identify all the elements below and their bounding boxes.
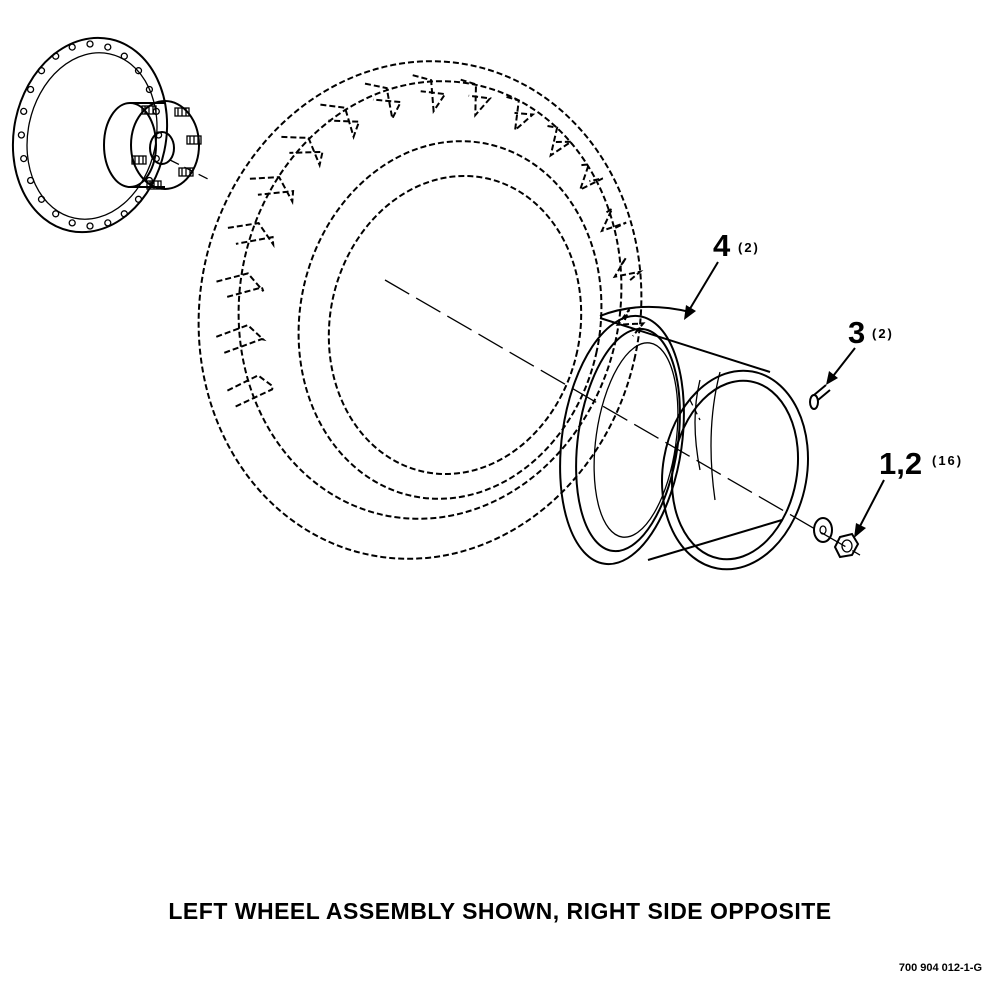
tire-tread-lug: [216, 272, 265, 299]
tire-tread-lug: [612, 257, 644, 282]
tire-tread-lug: [226, 374, 274, 408]
tire-tread-lug: [460, 78, 492, 118]
hub: [103, 100, 211, 190]
bolt-hole: [17, 131, 26, 139]
bolt-hole: [120, 52, 128, 60]
bolt-hole: [86, 222, 94, 230]
callout-number: 4: [713, 228, 731, 263]
callout-qty: (2): [738, 240, 760, 255]
caption: LEFT WHEEL ASSEMBLY SHOWN, RIGHT SIDE OP…: [168, 898, 832, 924]
bolt-hole: [145, 85, 154, 94]
hub-flange: [11, 36, 169, 234]
tire-tread-lug: [320, 103, 361, 141]
bolt-hole: [134, 67, 143, 75]
center-axis: [384, 279, 861, 556]
bolt-hole: [37, 67, 46, 75]
tire-tread-lug: [615, 308, 646, 337]
tire-tread-lug: [578, 163, 604, 192]
bolt-hole: [20, 154, 28, 163]
bolt-hole: [52, 210, 60, 218]
bolt-hole: [26, 176, 35, 185]
callout-qty: (16): [932, 453, 963, 468]
bolt-hole: [120, 210, 128, 218]
bolt-hole: [52, 52, 60, 60]
tire-tread-lug: [600, 205, 627, 233]
wheel-stud: [141, 105, 157, 115]
bolt-hole: [104, 219, 112, 227]
washer: [813, 517, 833, 543]
figure-number: 700 904 012-1-G: [898, 962, 982, 974]
callout-1-2: 1,2 (16): [879, 446, 963, 481]
callout-number: 3: [848, 315, 865, 350]
bolt-hole: [20, 107, 28, 116]
callout-3: 3 (2): [848, 315, 894, 350]
tire-tread-lug: [281, 135, 324, 169]
leader-arrow-1-2: [854, 479, 885, 538]
tire-tread-lug: [364, 82, 403, 122]
bolt-hole: [86, 40, 94, 48]
wheel-stud: [131, 155, 147, 165]
tire-tread-lug: [215, 323, 267, 354]
tire-tread-lug: [412, 74, 447, 115]
tire: [197, 60, 646, 560]
wheel-stud: [186, 135, 202, 145]
bolt-hole: [104, 43, 112, 51]
callout-qty: (2): [872, 326, 894, 341]
bolt-hole: [68, 219, 76, 227]
tire-tread-lug: [547, 125, 575, 158]
leader-arrow-4: [684, 261, 719, 320]
leader-arrow-3: [826, 347, 856, 385]
callout-number: 1,2: [879, 446, 922, 481]
rim: [559, 305, 810, 571]
bolt-hole: [26, 85, 35, 94]
callout-4: 4 (2): [713, 228, 760, 263]
wheel-stud: [174, 107, 190, 117]
bolt-hole: [68, 43, 76, 51]
valve-stem: [809, 384, 831, 410]
tire-tread-lug: [227, 222, 275, 249]
bolt-hole: [37, 195, 46, 203]
lug-nut: [833, 532, 860, 559]
bolt-hole: [134, 195, 143, 203]
tire-tread-lug: [506, 95, 536, 133]
wheel-stud: [146, 180, 162, 190]
tire-tread-lug: [249, 176, 295, 205]
